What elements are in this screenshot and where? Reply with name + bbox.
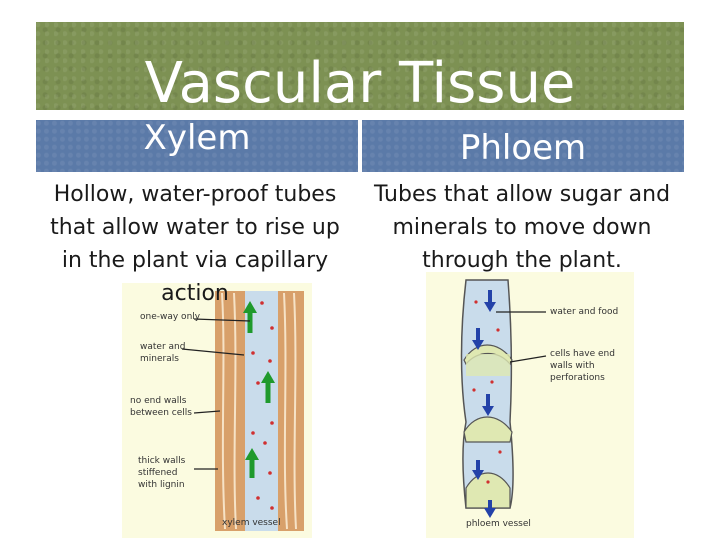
phloem-label-water-food: water and food	[550, 307, 618, 317]
xylem-leader-lines	[181, 318, 251, 470]
phloem-heading: Phloem	[459, 128, 587, 168]
xylem-heading: Xylem	[143, 118, 251, 158]
up-arrow-icon	[261, 371, 275, 403]
phloem-caption: phloem vessel	[466, 519, 531, 529]
food-dots	[472, 300, 502, 484]
sieve-plate	[463, 416, 513, 443]
xylem-wall-grain	[221, 292, 297, 530]
slide-title: Vascular Tissue	[144, 51, 576, 116]
down-arrow-icon	[472, 328, 484, 350]
down-arrow-icon	[482, 394, 494, 416]
phloem-leader-lines	[496, 311, 547, 363]
sieve-plate	[465, 472, 511, 509]
up-arrow-icon	[245, 448, 259, 478]
up-arrow-icon	[243, 301, 257, 333]
phloem-heading-bar: Phloem	[362, 120, 684, 172]
down-arrow-icon	[472, 460, 484, 480]
xylem-caption: xylem vessel	[222, 518, 281, 528]
down-arrow-icon	[484, 500, 496, 518]
sieve-plate-fill	[466, 354, 510, 376]
title-banner: Vascular Tissue	[36, 22, 684, 116]
xylem-heading-bar: Xylem	[36, 118, 358, 172]
phloem-description: Tubes that allow sugar and minerals to m…	[373, 182, 671, 273]
mineral-dots	[251, 301, 274, 510]
xylem-label-one-way: one-way only	[140, 312, 201, 322]
xylem-wall-right	[278, 291, 304, 531]
down-arrow-icon	[484, 290, 496, 312]
xylem-description: Hollow, water-proof tubes that allow wat…	[50, 182, 340, 306]
